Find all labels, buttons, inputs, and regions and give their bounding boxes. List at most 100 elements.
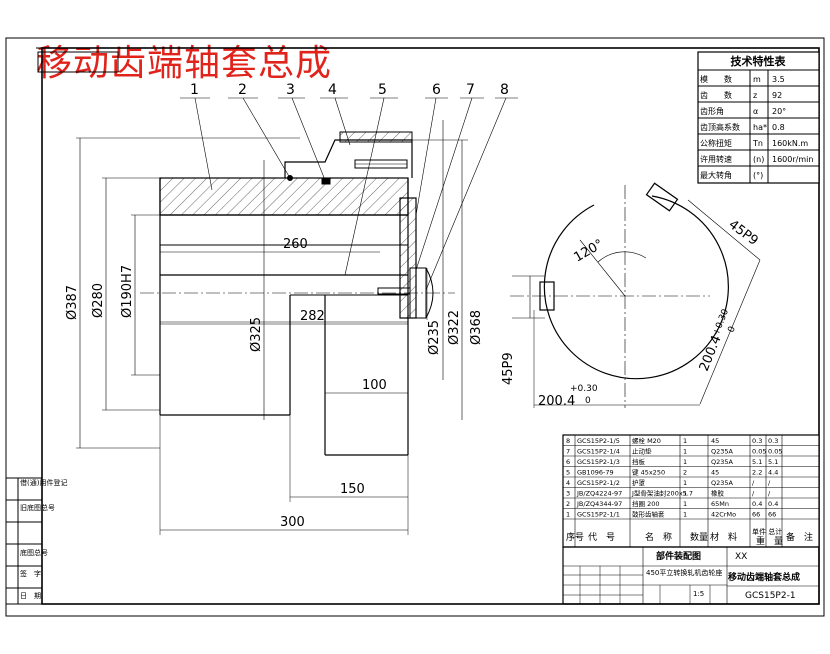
bom-row-0-w1: 0.3 (752, 437, 762, 445)
bom-row-7-mat: 42CrMo (711, 511, 736, 519)
bom-row-1-w1: 0.05 (752, 448, 766, 456)
side-strip-label-1: 旧底图总号 (20, 503, 55, 512)
side-strip-label-4: 日 期 (20, 592, 41, 600)
dim-key-depth-left: 200.4 (538, 394, 575, 409)
bom-row-6-w1: 0.4 (752, 500, 762, 508)
bom-row-3-code: GB1096-79 (577, 469, 614, 477)
tech-row-1-name: 齿 数 (700, 90, 732, 100)
tech-row-3-sym: ha* (753, 123, 767, 132)
bom-row-4-qty: 1 (683, 479, 687, 487)
bom-row-5-qty: 1 (683, 490, 687, 498)
bom-row-1-no: 7 (566, 448, 570, 456)
bom-row-7-qty: 1 (683, 511, 687, 519)
tech-row-3-name: 齿顶高系数 (700, 122, 740, 132)
title-block (562, 546, 820, 605)
tech-row-0-name: 模 数 (700, 74, 732, 84)
dim-100: 100 (362, 378, 387, 393)
tech-row-0-sym: m (753, 75, 761, 84)
bom-row-5-mat: 橡胶 (711, 489, 725, 498)
bom-row-4-w1: / (752, 479, 755, 487)
bom-header-mat: 材 料 (710, 531, 737, 543)
title-block-drawing-no: GCS15P2-1 (745, 591, 796, 601)
bom-row-1-w2: 0.05 (768, 448, 782, 456)
part-number-7: 7 (466, 82, 475, 98)
bom-row-4-code: GCS15P2-1/2 (577, 479, 620, 487)
bom-row-6-code: JB/ZQ4344-97 (576, 500, 622, 508)
bom-row-0-w2: 0.3 (768, 437, 778, 445)
bom-row-5-no: 3 (566, 490, 570, 498)
tech-row-6-sym: (°) (753, 171, 763, 180)
bom-header-no: 序号 (566, 531, 584, 543)
dim-angle: 120° (572, 237, 607, 266)
bom-row-7-w1: 66 (752, 511, 760, 519)
part-number-1: 1 (190, 82, 199, 98)
section-view (76, 97, 518, 535)
tech-table-title: 技术特性表 (731, 54, 787, 68)
bom-row-2-w1: 5.1 (752, 458, 762, 466)
part-number-8: 8 (500, 82, 509, 98)
bom-row-2-no: 6 (566, 458, 570, 466)
bom-row-3-w1: 2.2 (752, 469, 762, 477)
bom-row-0-mat: 45 (711, 437, 719, 445)
bom-header-note: 备 注 (786, 531, 813, 543)
end-view (510, 182, 761, 408)
bom-row-2-qty: 1 (683, 458, 687, 466)
bom-row-6-mat: 65Mn (711, 500, 729, 508)
part-number-labels: 1 2 3 4 5 6 7 8 (190, 82, 509, 98)
hub-section-hatch (159, 177, 409, 216)
tech-row-0-val: 3.5 (772, 75, 785, 84)
dim-d387: Ø387 (65, 285, 80, 320)
bom-row-6-qty: 1 (683, 500, 687, 508)
bom-row-7-name: 鼓形齿轴套 (632, 510, 665, 519)
bom-row-2-name: 挡板 (632, 457, 646, 466)
bom-row-2-code: GCS15P2-1/3 (577, 458, 620, 466)
bom-row-6-w2: 0.4 (768, 500, 778, 508)
tech-row-1-val: 92 (772, 91, 782, 100)
tech-row-5-val: 1600r/min (772, 155, 813, 164)
bom-header-name: 名 称 (645, 531, 672, 543)
bom-row-7-no: 1 (566, 511, 570, 519)
bom-row-0-code: GCS15P2-1/5 (577, 437, 620, 445)
dim-d235: Ø235 (427, 320, 442, 355)
bom-row-2-w2: 5.1 (768, 458, 778, 466)
tech-row-4-name: 公称扭矩 (700, 138, 732, 148)
title-block-type: 部件装配图 (656, 550, 701, 562)
bom-row-2-mat: Q235A (711, 458, 734, 466)
tech-row-3-val: 0.8 (772, 123, 785, 132)
bom-row-4-w2: / (768, 479, 771, 487)
dim-key-depth-right-tol: +0.30 (712, 308, 732, 338)
dim-key-depth-left-tol: +0.30 (570, 384, 598, 394)
title-block-ratio: 1:5 (693, 590, 704, 598)
dim-key-left: 45P9 (501, 352, 516, 385)
dim-d190: Ø190H7 (120, 265, 135, 318)
bom-row-7-w2: 66 (768, 511, 776, 519)
tech-row-5-sym: (n) (753, 155, 764, 164)
bom-row-4-no: 4 (566, 479, 570, 487)
part-number-5: 5 (378, 82, 387, 98)
bom-row-3-mat: 45 (711, 469, 719, 477)
dim-150: 150 (340, 482, 365, 497)
part-number-2: 2 (238, 82, 247, 98)
bom-row-0-qty: 1 (683, 437, 687, 445)
title-block-labels: 部件装配图 XX 450平立转换轧机齿轮座 移动齿端轴套总成 GCS15P2-1… (646, 550, 800, 601)
dim-d325: Ø325 (249, 317, 264, 352)
title-block-name: 移动齿端轴套总成 (728, 571, 800, 583)
drawing-title: 移动齿端轴套总成 (36, 43, 333, 84)
bom-row-3-w2: 4.4 (768, 469, 778, 477)
part-number-4: 4 (328, 82, 337, 98)
bom-header-qty: 数量 (690, 531, 708, 543)
part-number-6: 6 (432, 82, 441, 98)
tech-row-5-name: 许用转速 (700, 154, 732, 164)
bom-header-code: 代 号 (588, 532, 615, 543)
dim-key-right: 45P9 (726, 217, 761, 249)
bom-row-6-name: 挡圈 200 (632, 499, 659, 508)
dimension-labels: Ø387 Ø280 Ø190H7 Ø325 Ø235 Ø322 Ø368 260… (65, 237, 484, 530)
bom-row-1-mat: Q235A (711, 448, 734, 456)
tech-row-4-val: 160kN.m (772, 139, 808, 148)
bom-row-0-no: 8 (566, 437, 570, 445)
bom-row-5-w1: / (752, 490, 755, 498)
sheet-border (5, 37, 825, 617)
title-block-subtitle: 450平立转换轧机齿轮座 (646, 568, 722, 577)
